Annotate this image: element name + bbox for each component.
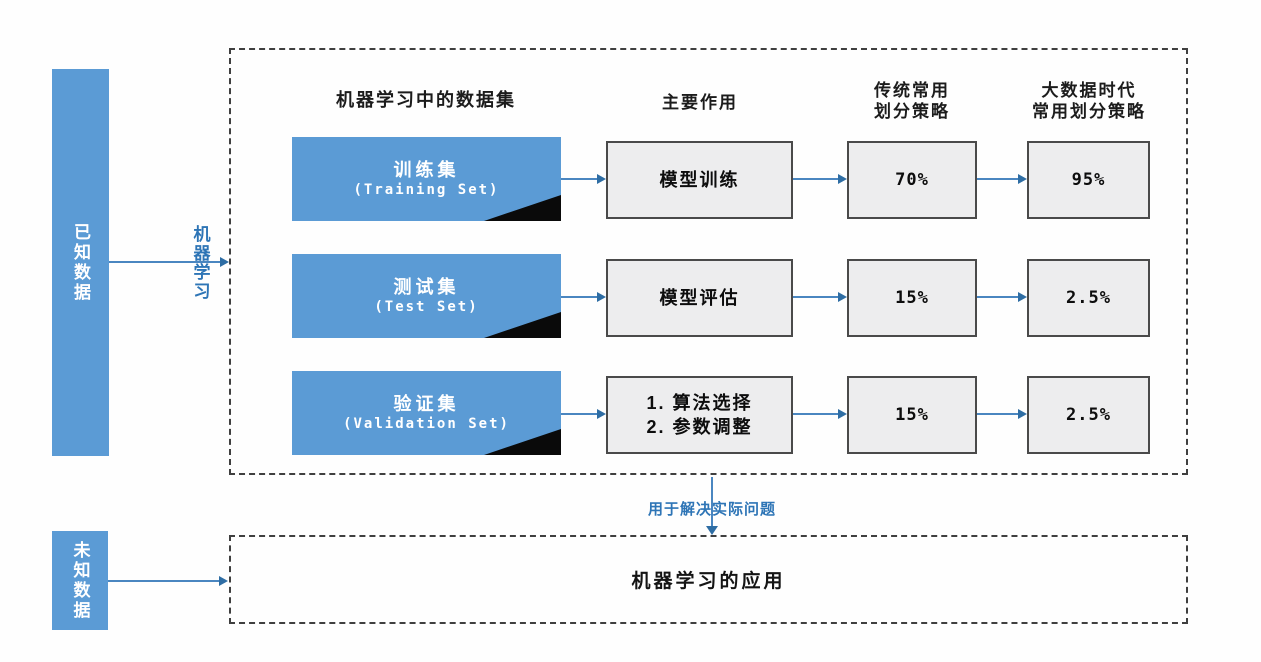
arrow-traditional-to-bigdata	[977, 178, 1019, 180]
bigdata-split-value: 2.5%	[1066, 405, 1111, 425]
application-panel: 机器学习的应用	[229, 535, 1188, 624]
arrow-unknown-to-application	[108, 580, 220, 582]
arrow-panel-to-application-head	[706, 526, 718, 535]
arrow-traditional-to-bigdata-head	[1018, 409, 1027, 419]
arrow-known-to-panel-head	[220, 257, 229, 267]
arrow-traditional-to-bigdata-head	[1018, 174, 1027, 184]
traditional-split-value: 15%	[895, 405, 929, 425]
unknown-data-box: 未知数据	[52, 531, 108, 630]
header-datasets: 机器学习中的数据集	[336, 90, 516, 110]
header-traditional-line1: 传统常用	[874, 81, 950, 100]
machine-learning-label: 机器学习	[190, 225, 210, 301]
known-data-box: 已知数据	[52, 69, 109, 456]
purpose-box-training: 模型训练	[606, 141, 793, 219]
header-bigdata-line2: 常用划分策略	[1032, 102, 1146, 121]
arrow-unknown-to-application-head	[219, 576, 228, 586]
header-traditional-split: 传统常用 划分策略	[832, 80, 992, 122]
header-bigdata-line1: 大数据时代	[1041, 81, 1137, 100]
arrow-traditional-to-bigdata	[977, 413, 1019, 415]
corner-triangle	[484, 312, 561, 338]
purpose-box-validation: 1. 算法选择 2. 参数调整	[606, 376, 793, 454]
training-set-label-cn: 训练集	[393, 159, 460, 180]
bigdata-split-box-test: 2.5%	[1027, 259, 1150, 337]
training-set-label-en: (Training Set)	[353, 181, 500, 198]
arrow-purpose-to-traditional-head	[838, 174, 847, 184]
validation-set-label-en: (Validation Set)	[343, 415, 510, 432]
arrow-purpose-to-traditional-head	[838, 292, 847, 302]
arrow-traditional-to-bigdata	[977, 296, 1019, 298]
traditional-split-value: 15%	[895, 288, 929, 308]
arrow-purpose-to-traditional	[793, 413, 839, 415]
machine-learning-label-wrap: 机器学习	[184, 224, 216, 302]
header-purpose: 主要作用	[662, 93, 738, 112]
solve-problems-label: 用于解决实际问题	[647, 501, 776, 518]
arrow-test-to-purpose	[561, 296, 598, 298]
arrow-purpose-to-traditional	[793, 296, 839, 298]
arrow-training-to-purpose	[561, 178, 598, 180]
arrow-training-to-purpose-head	[597, 174, 606, 184]
arrow-traditional-to-bigdata-head	[1018, 292, 1027, 302]
arrow-panel-to-application	[711, 477, 713, 527]
header-traditional-line2: 划分策略	[874, 102, 950, 121]
arrow-purpose-to-traditional	[793, 178, 839, 180]
unknown-data-label: 未知数据	[70, 540, 90, 621]
bigdata-split-value: 2.5%	[1066, 288, 1111, 308]
arrow-validation-to-purpose	[561, 413, 598, 415]
purpose-text: 模型训练	[659, 170, 740, 190]
bigdata-split-box-training: 95%	[1027, 141, 1150, 219]
header-bigdata-split: 大数据时代 常用划分策略	[994, 80, 1184, 122]
arrow-validation-to-purpose-head	[597, 409, 606, 419]
validation-set-label-cn: 验证集	[393, 393, 460, 414]
test-set-box: 测试集 (Test Set)	[292, 254, 561, 338]
training-set-box: 训练集 (Training Set)	[292, 137, 561, 221]
traditional-split-box-test: 15%	[847, 259, 977, 337]
arrow-known-to-panel	[109, 261, 221, 263]
traditional-split-value: 70%	[895, 170, 929, 190]
test-set-label-en: (Test Set)	[374, 298, 479, 315]
bigdata-split-value: 95%	[1071, 170, 1106, 190]
purpose-text: 模型评估	[659, 288, 740, 308]
traditional-split-box-training: 70%	[847, 141, 977, 219]
known-data-label: 已知数据	[71, 222, 90, 303]
purpose-text-line2: 2. 参数调整	[646, 417, 753, 437]
datasets-panel	[229, 48, 1188, 475]
bigdata-split-box-validation: 2.5%	[1027, 376, 1150, 454]
purpose-text-line1: 1. 算法选择	[646, 393, 753, 413]
purpose-box-test: 模型评估	[606, 259, 793, 337]
validation-set-box: 验证集 (Validation Set)	[292, 371, 561, 455]
application-label: 机器学习的应用	[631, 571, 786, 592]
arrow-purpose-to-traditional-head	[838, 409, 847, 419]
test-set-label-cn: 测试集	[393, 276, 460, 297]
arrow-test-to-purpose-head	[597, 292, 606, 302]
traditional-split-box-validation: 15%	[847, 376, 977, 454]
